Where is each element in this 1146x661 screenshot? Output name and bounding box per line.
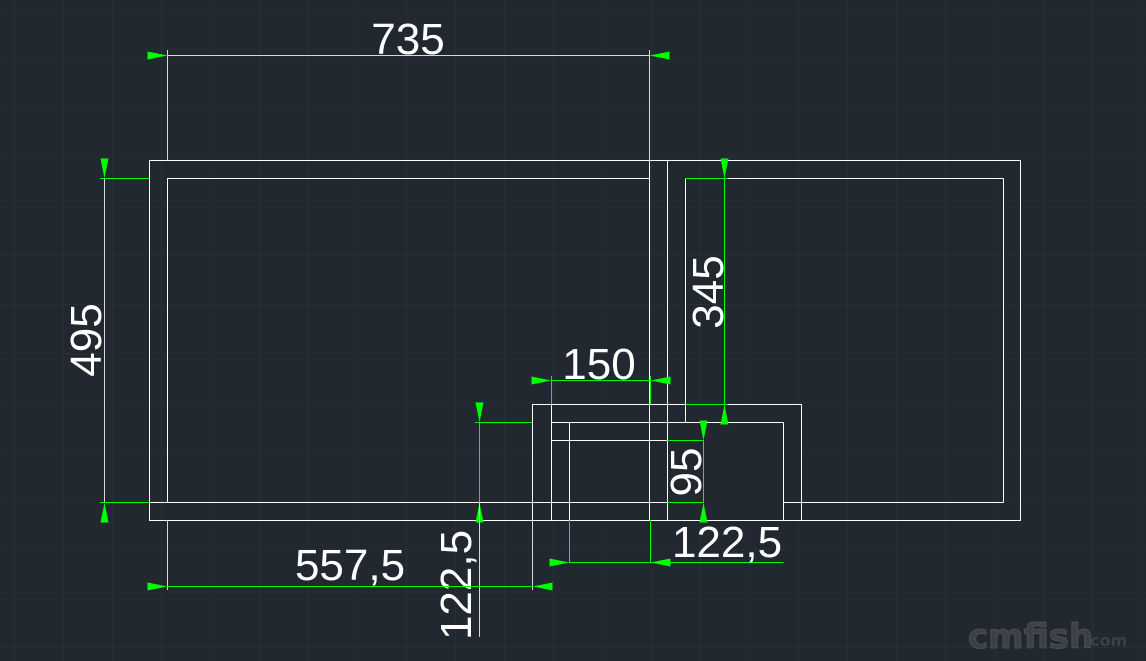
watermark-main: cmfish [968,617,1093,657]
dimension-345[interactable]: 345 [684,158,733,425]
dimension-text: 122,5 [432,530,481,640]
bottom-notch-frame [149,160,802,521]
dimension-735[interactable]: 735 [147,15,670,160]
dimension-text: 122,5 [672,518,782,567]
dimension-495[interactable]: 495 [62,158,149,523]
dimension-text: 345 [684,255,733,328]
watermark-suffix: .com [1084,631,1127,650]
dimension-text: 557,5 [295,541,405,590]
dimension-text: 495 [62,303,111,376]
dimension-95[interactable]: 95 [662,420,711,523]
dimension-text: 735 [371,15,444,64]
dimension-text: 150 [562,340,635,389]
right-frame [667,160,1021,521]
dimension-122-5-horizontal[interactable]: 122,5 [549,518,784,567]
dimension-557-5[interactable]: 557,5 [147,520,553,591]
dimension-text: 95 [662,448,711,497]
watermark-logo: cmfish .com [968,617,1128,658]
dimension-150[interactable]: 150 [531,340,671,404]
